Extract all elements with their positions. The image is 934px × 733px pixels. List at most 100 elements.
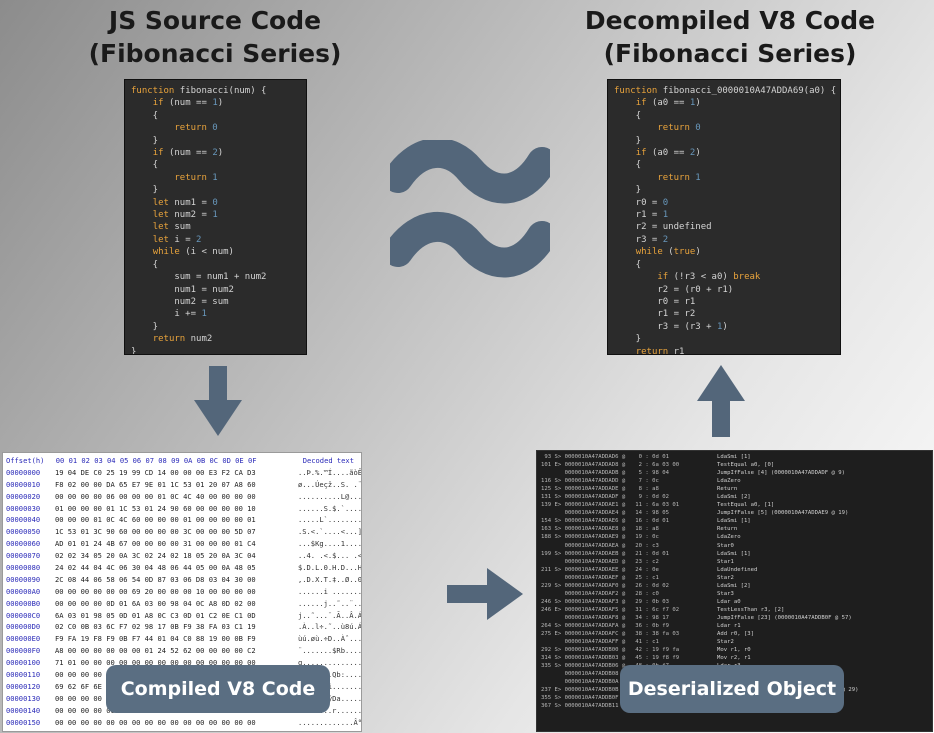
disassembly-instruction: Mov r2, r1 — [717, 655, 751, 662]
source-code-line: { — [131, 259, 159, 270]
disassembly-instruction: JumpIfFalse [4] (0000010A47ADDADF @ 9) — [717, 470, 845, 477]
hex-decoded: ..4. .<.$... .<. — [298, 551, 362, 561]
hex-decoded: ...$Kg....1....Ä — [298, 539, 362, 549]
hex-offset: 000000A0 — [6, 586, 41, 596]
source-code-line: let sum — [152, 222, 191, 233]
source-code-line: let num1 = 0 — [152, 197, 218, 208]
disassembly-instruction: JumpIfFalse [5] (0000010A47ADDAE9 @ 19) — [717, 510, 849, 517]
source-code-line: } — [131, 135, 159, 146]
source-code-line: num2 = sum — [131, 296, 229, 307]
source-code-line: return num2 — [152, 334, 213, 345]
hex-bytes: 00 00 00 00 00 00 00 00 00 00 00 00 00 0… — [54, 717, 256, 727]
source-code-line: { — [131, 160, 159, 171]
disassembly-instruction: LdaSmi [1] — [717, 518, 751, 525]
hex-bytes: F8 02 00 00 DA 65 E7 9E 01 1C 53 01 20 0… — [54, 479, 256, 489]
hex-decoded: ..........L@.... — [298, 491, 362, 501]
source-code-line: let num2 = 1 — [152, 210, 218, 221]
disassembly-address: 0000010A47ADDAED @ 23 : c2 — [541, 558, 659, 565]
hex-bytes: 1C 53 01 3C 90 60 00 00 00 00 3C 00 00 0… — [54, 527, 256, 537]
disassembly-row: 0000010A47ADDAFF @ 41 : c1 Star2 — [541, 638, 928, 646]
source-title: JS Source Code (Fibonacci Series) — [60, 4, 370, 70]
disassembly-address: 0000010A47ADDAEF @ 25 : c1 — [541, 574, 659, 581]
hex-offset: 000000C0 — [6, 610, 41, 620]
decompiled-code-line: return r1 — [635, 346, 685, 355]
hex-bytes: 40 07 B5 08 08 00 01 14 50 63 03 00 00 0… — [55, 728, 298, 731]
source-code-line: i += 1 — [131, 309, 207, 320]
hex-offset: 000000F0 — [6, 646, 41, 656]
arrow-up-icon — [697, 365, 745, 437]
disassembly-address: 211 S> 0000010A47ADDAEE @ 24 : 0e — [541, 566, 659, 573]
source-code-line: if (num == 1) — [152, 98, 224, 109]
disassembly-address: 131 S> 0000010A47ADDADF @ 9 : 0d 02 — [541, 494, 669, 501]
disassembly-address: 0000010A47ADDAF8 @ 34 : 98 17 — [541, 614, 669, 621]
arrow-right-icon — [447, 568, 523, 620]
disassembly-instruction: Star2 — [717, 574, 734, 581]
source-code-line: while (i < num) — [152, 247, 234, 258]
hex-offset: 00000080 — [6, 563, 41, 573]
source-code-line: { — [131, 110, 159, 121]
hex-offset: 00000070 — [6, 551, 41, 561]
hex-decoded: ......S.$.`..... — [298, 503, 362, 513]
decompiled-code-line: r1 = 1 — [614, 210, 669, 221]
disassembly-address: 163 S> 0000010A47ADDAE8 @ 18 : a8 — [541, 526, 659, 533]
disassembly-instruction: Star2 — [717, 639, 734, 646]
source-code-line: let i = 2 — [152, 234, 202, 245]
disassembly-address: 116 S> 0000010A47ADDADD @ 7 : 0c — [541, 478, 659, 485]
decompiled-code-line: r1 = r2 — [614, 309, 696, 320]
hex-decoded: ,.D.X.T.‡..Ø..0. — [298, 574, 362, 584]
source-code-line: } — [131, 321, 159, 332]
disassembly-instruction: TestEqual a0, [0] — [717, 462, 775, 469]
deserialized-object-badge: Deserialized Object — [620, 665, 844, 713]
hex-offset: 000000B0 — [6, 598, 41, 608]
hex-bytes: 00 00 00 00 0D 01 6A 03 00 98 04 0C A8 0… — [54, 598, 256, 608]
arrow-down-icon — [194, 366, 242, 436]
decompiled-code-line: if (a0 == 1) — [635, 98, 701, 109]
hex-offset: 00000020 — [6, 491, 41, 501]
disassembly-address: 275 E> 0000010A47ADDAFC @ 38 : 38 fa 03 — [541, 631, 680, 638]
disassembly-address: 0000010A47ADDAFF @ 41 : c1 — [541, 639, 659, 646]
hex-decoded: ø...Úeçž..S. .¨` — [298, 479, 362, 489]
hex-bytes: 02 02 34 05 20 0A 3C 02 24 02 18 05 20 0… — [54, 551, 256, 561]
disassembly-instruction: Mov r1, r0 — [717, 647, 751, 654]
hex-offset: 00000110 — [6, 670, 41, 680]
decompiled-code-line: } — [614, 185, 642, 196]
hex-offset: 00000150 — [6, 717, 41, 727]
hex-decoded: .S.<.`....<...]. — [298, 527, 362, 537]
hex-offset: 00000100 — [6, 658, 41, 668]
hex-row: 00000070 02 02 34 05 20 0A 3C 02 24 02 18… — [6, 550, 362, 562]
decompiled-code-line: } — [614, 334, 642, 345]
decompiled-title-line1: Decompiled V8 Code — [584, 6, 876, 35]
disassembly-instruction: LdaSmi [1] — [717, 454, 751, 460]
decompiled-code-line: { — [614, 259, 642, 270]
hex-offset: 00000090 — [6, 574, 41, 584]
decompiled-title: Decompiled V8 Code (Fibonacci Series) — [565, 4, 895, 70]
disassembly-instruction: LdaZero — [717, 478, 741, 485]
hex-bytes: F9 FA 19 F8 F9 0B F7 44 01 04 C0 88 19 0… — [54, 634, 256, 644]
decompiled-code-line: r3 = 2 — [614, 234, 669, 245]
hex-offset: 00000140 — [6, 705, 41, 715]
source-code-line: } — [131, 346, 137, 355]
hex-decoded: .....L`......... — [298, 515, 362, 525]
disassembly-instruction: LdaZero — [717, 534, 741, 541]
disassembly-address: 292 S> 0000010A47ADDB00 @ 42 : 19 f9 fa — [541, 647, 680, 654]
hex-decoded: $.D.L.0.H.D...H. — [298, 563, 362, 573]
hex-row: 0000016040 07 B5 08 08 00 01 14 50 63 03… — [6, 728, 361, 731]
source-code-line: return 0 — [174, 123, 218, 134]
hex-decoded: .À..l÷.˜..ù8ú.Á. — [298, 622, 362, 632]
decompiled-code-panel: function fibonacci_0000010A47ADDA69(a0) … — [607, 79, 841, 355]
